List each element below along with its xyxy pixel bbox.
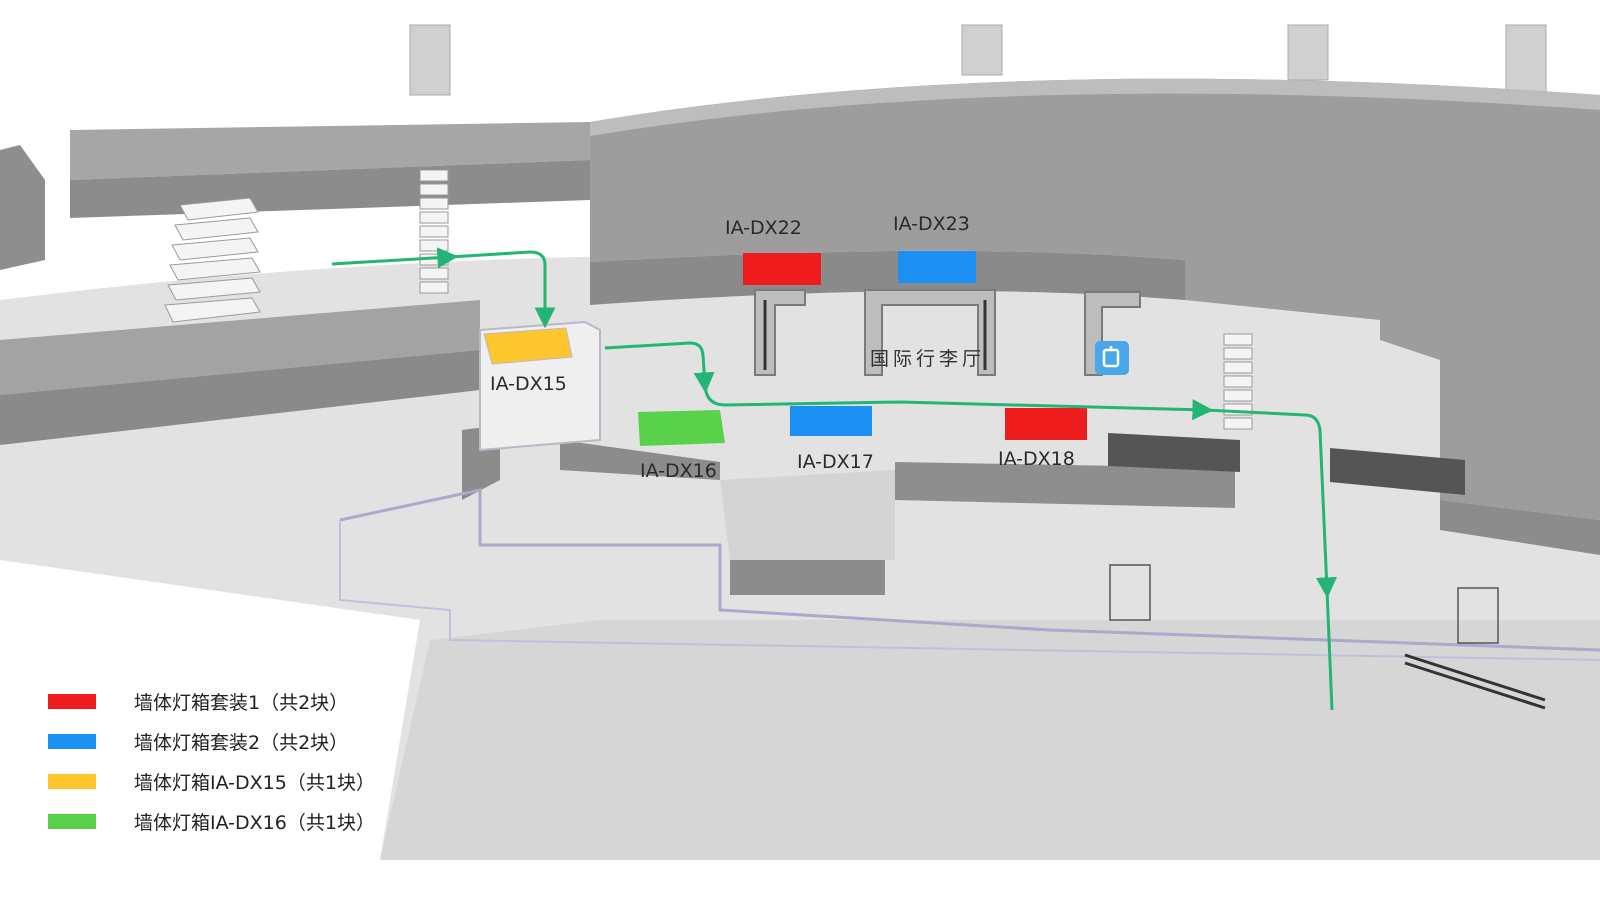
legend-swatch-green — [48, 814, 96, 829]
label-ia-dx23: IA-DX23 — [893, 213, 970, 235]
lightbox-ia-dx18 — [1005, 408, 1087, 440]
lower-floor — [380, 620, 1600, 860]
escalator-right — [1404, 653, 1546, 710]
legend-swatch-yellow — [48, 774, 96, 789]
mid-floor-room — [720, 470, 895, 560]
legend-label: 墙体灯箱套装2（共2块） — [134, 732, 349, 754]
label-ia-dx18: IA-DX18 — [998, 448, 1075, 470]
legend-swatch-blue — [48, 734, 96, 749]
lightbox-ia-dx16 — [638, 410, 725, 446]
lightbox-ia-dx17 — [790, 406, 872, 436]
legend: 墙体灯箱套装1（共2块） 墙体灯箱套装2（共2块） 墙体灯箱IA-DX15（共1… — [48, 692, 408, 854]
label-ia-dx15: IA-DX15 — [490, 373, 567, 395]
legend-swatch-red — [48, 694, 96, 709]
label-ia-dx17: IA-DX17 — [797, 451, 874, 473]
wall-mid-lower — [730, 560, 885, 595]
label-ia-dx22: IA-DX22 — [725, 217, 802, 239]
left-lower-wall-face — [0, 350, 480, 445]
legend-item: 墙体灯箱套装2（共2块） — [48, 732, 408, 774]
wall-right-lower — [1440, 500, 1600, 555]
legend-item: 墙体灯箱套装1（共2块） — [48, 692, 408, 734]
upper-wall-top — [590, 78, 1600, 136]
stairs-left — [164, 197, 261, 323]
left-edge-block — [0, 145, 45, 270]
lightbox-ia-dx15 — [483, 327, 573, 365]
baggage-hall-back-wall — [590, 250, 1185, 305]
lightbox-ia-dx23 — [898, 251, 976, 283]
route-path — [331, 247, 1337, 711]
label-ia-dx16: IA-DX16 — [640, 460, 717, 482]
corridor-wall-lower — [560, 440, 720, 480]
columns — [409, 24, 1547, 96]
upper-wall-mass — [590, 78, 1600, 521]
legend-item: 墙体灯箱IA-DX15（共1块） — [48, 772, 408, 814]
stairs-right — [1223, 333, 1253, 430]
legend-item: 墙体灯箱IA-DX16（共1块） — [48, 812, 408, 854]
elevator-cages — [1109, 564, 1499, 644]
legend-label: 墙体灯箱IA-DX16（共1块） — [134, 812, 375, 834]
hall-label: 国际行李厅 — [870, 348, 985, 370]
dark-wall-1 — [1108, 433, 1240, 472]
corridor-wall-mid — [895, 462, 1235, 508]
left-upper-wall — [70, 122, 590, 180]
stairs-mid-left — [419, 169, 449, 294]
glass-railing-2 — [339, 520, 1600, 661]
left-lower-wall — [0, 300, 480, 395]
glass-railing — [339, 488, 1600, 652]
dark-wall-2 — [1330, 448, 1465, 495]
legend-label: 墙体灯箱IA-DX15（共1块） — [134, 772, 375, 794]
lightbox-ia-dx22 — [743, 253, 821, 285]
baggage-claim-icon[interactable] — [1095, 341, 1129, 375]
legend-label: 墙体灯箱套装1（共2块） — [134, 692, 349, 714]
